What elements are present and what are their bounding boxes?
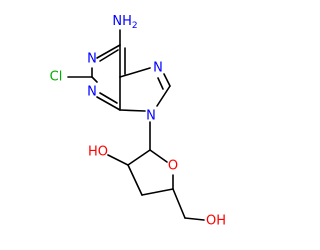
bond-n7-c8	[163, 73, 171, 87]
atom-n1-label: N	[87, 52, 97, 67]
bond-n3-c4-double	[99, 92, 118, 104]
atom-labels: NH2 N N N N Cl O HO OH	[50, 14, 226, 229]
bond-c2prime-c3prime	[127, 164, 143, 196]
bond-c8-n9	[156, 85, 171, 107]
bond-c2-n3	[91, 76, 98, 83]
bond-c2prime-ho	[107, 154, 129, 166]
bond-o-c1prime	[149, 149, 168, 163]
bond-n7-c8-double	[157, 77, 164, 90]
atom-ring-o-label: O	[168, 159, 178, 174]
bond-c1prime-c2prime	[127, 149, 151, 166]
atom-n9-label: N	[146, 109, 156, 124]
bond-n3-c4	[96, 96, 121, 111]
atom-oh-label: OH	[206, 214, 226, 229]
bond-n9-c4	[119, 109, 146, 112]
atom-cl-label: Cl	[50, 70, 63, 85]
atom-n3-label: N	[87, 85, 97, 100]
bond-c4prime-c5prime	[172, 188, 186, 219]
bonds	[67, 29, 205, 221]
bond-c6-n1-double	[99, 49, 119, 62]
atom-ho-label: HO	[88, 145, 108, 160]
chemical-structure-diagram: NH2 N N N N Cl O HO OH	[50, 14, 226, 229]
bond-c5prime-oh	[184, 217, 205, 221]
atom-amine-label: NH2	[112, 14, 137, 31]
bond-c3prime-c4prime	[141, 188, 174, 196]
atom-n7-label: N	[153, 61, 163, 76]
bond-c5-n7	[119, 67, 151, 78]
bond-c6-n1	[96, 44, 121, 59]
